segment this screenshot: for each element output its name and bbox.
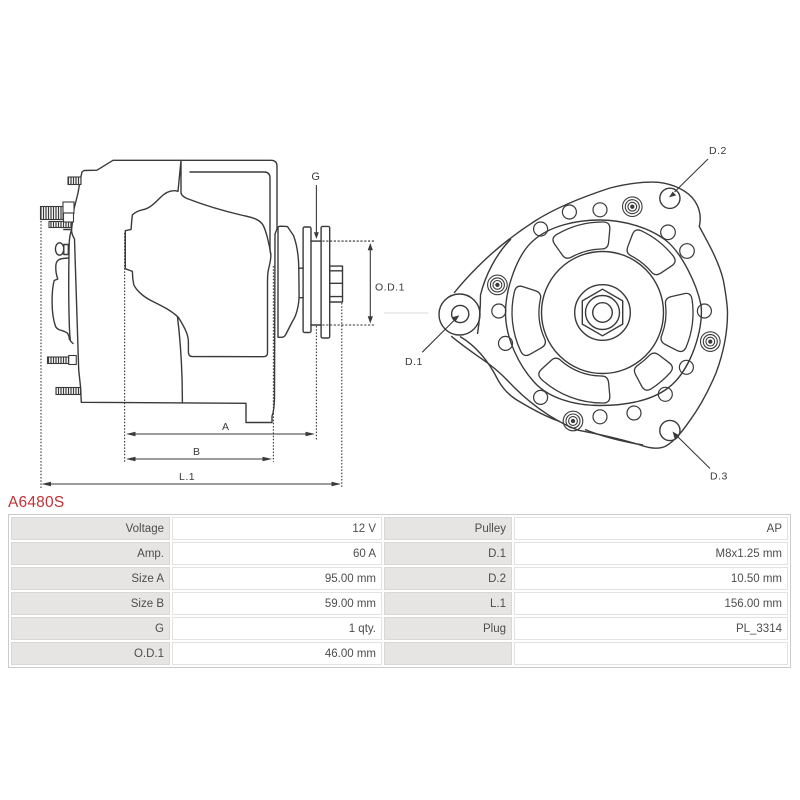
svg-text:D.2: D.2 <box>709 145 727 157</box>
svg-text:D.3: D.3 <box>710 471 728 483</box>
svg-text:G: G <box>311 171 320 183</box>
svg-text:B: B <box>193 446 201 458</box>
svg-text:O.D.1: O.D.1 <box>375 282 405 294</box>
svg-text:A: A <box>222 421 230 433</box>
svg-text:D.1: D.1 <box>405 356 423 368</box>
svg-text:L.1: L.1 <box>179 471 195 483</box>
